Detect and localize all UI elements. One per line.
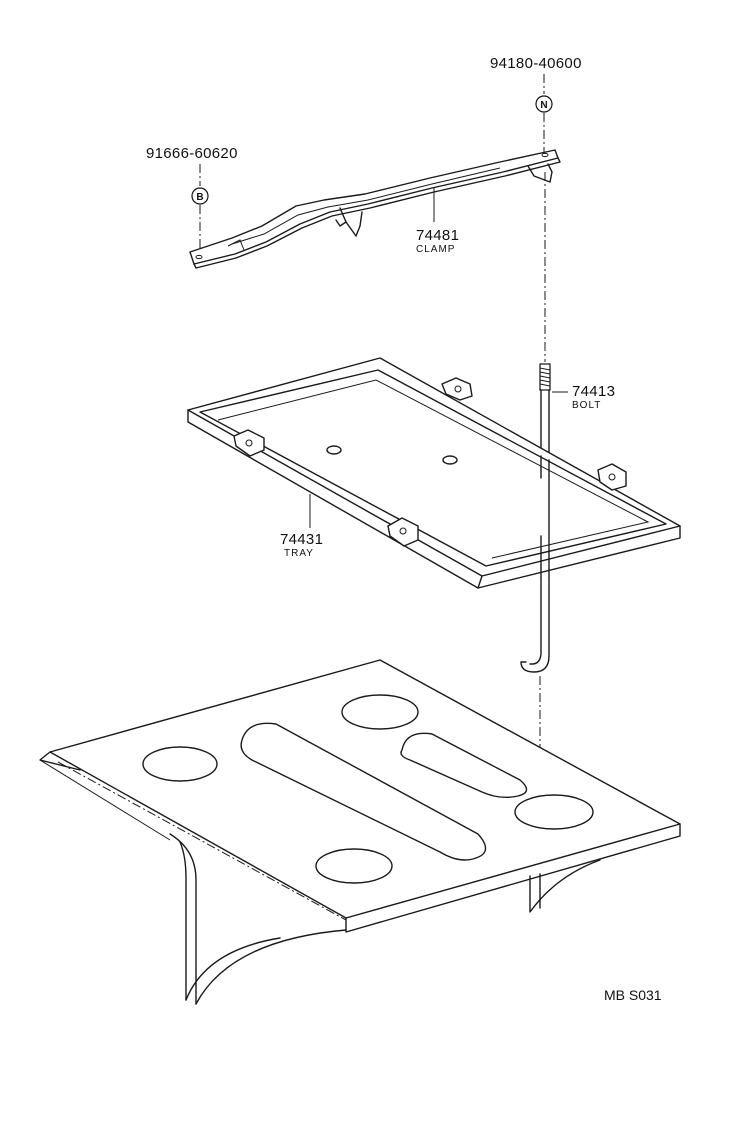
tray-part-name: TRAY bbox=[284, 548, 314, 559]
tray-drawing bbox=[187, 357, 681, 589]
bolt-part-name: BOLT bbox=[572, 400, 601, 411]
diagram-code: MB S031 bbox=[604, 987, 662, 1003]
clamp-part-number: 74481 bbox=[416, 227, 459, 244]
bolt-b-part-number: 91666-60620 bbox=[146, 145, 238, 162]
bolt-shaft-mid bbox=[540, 455, 550, 579]
nut-callout: 94180-40600 N bbox=[490, 55, 582, 152]
nut-callout-letter: N bbox=[540, 100, 547, 111]
bolt-b-callout: 91666-60620 B bbox=[146, 145, 238, 252]
clamp-part-name: CLAMP bbox=[416, 244, 455, 255]
tray-part-number: 74431 bbox=[280, 531, 323, 548]
nut-callout-circle bbox=[535, 95, 553, 113]
clamp-drawing bbox=[189, 149, 561, 269]
bolt-b-callout-letter: B bbox=[196, 192, 203, 203]
bolt-part-number: 74413 bbox=[572, 383, 615, 400]
bolt-b-callout-circle bbox=[191, 187, 209, 205]
body-panel-drawing bbox=[39, 659, 681, 1005]
nut-part-number: 94180-40600 bbox=[490, 55, 582, 72]
bolt-drawing bbox=[520, 363, 568, 673]
